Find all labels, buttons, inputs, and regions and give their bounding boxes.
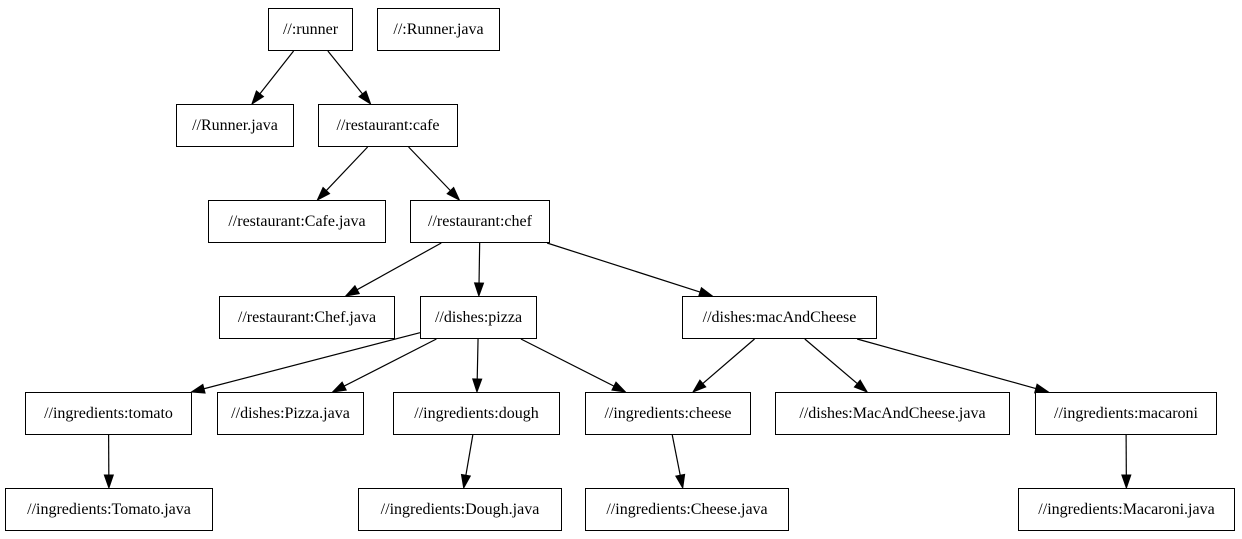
arrowhead-runner-to-cafe <box>358 90 372 106</box>
arrowhead-chef-to-pizza <box>473 282 485 298</box>
graph-node-chef: //restaurant:chef <box>410 200 550 243</box>
edge-mac-and-cheese-to-cheese <box>702 338 755 384</box>
graph-node-chef-java: //restaurant:Chef.java <box>219 296 395 339</box>
graph-node-tomato-java: //ingredients:Tomato.java <box>5 488 213 531</box>
graph-node-label: //ingredients:dough <box>414 404 539 422</box>
graph-node-cheese: //ingredients:cheese <box>585 392 751 435</box>
edge-cafe-to-chef <box>408 146 451 192</box>
graph-node-label: //restaurant:Cafe.java <box>228 212 366 230</box>
graph-node-pizza-java: //dishes:Pizza.java <box>217 392 364 435</box>
graph-node-mac-and-cheese-java: //dishes:MacAndCheese.java <box>775 392 1010 435</box>
arrowhead-mac-and-cheese-to-cheese <box>691 379 707 393</box>
arrowhead-cheese-to-cheese-java <box>675 473 686 490</box>
graph-node-label: //dishes:macAndCheese <box>702 308 857 326</box>
edge-pizza-to-dough <box>476 338 479 380</box>
graph-node-label: //restaurant:Chef.java <box>237 308 377 326</box>
graph-node-label: //:Runner.java <box>393 20 484 38</box>
graph-node-label: //dishes:Pizza.java <box>231 404 350 422</box>
graph-node-pizza: //dishes:pizza <box>420 296 537 339</box>
graph-node-macaroni: //ingredients:macaroni <box>1035 392 1217 435</box>
graph-node-label: //Runner.java <box>192 116 278 134</box>
arrowhead-macaroni-to-macaroni-java <box>1121 474 1132 490</box>
graph-node-label: //dishes:MacAndCheese.java <box>799 404 986 422</box>
graph-node-cafe-java: //restaurant:Cafe.java <box>208 200 386 243</box>
arrowhead-pizza-to-pizza-java <box>331 381 347 393</box>
graph-node-label: //ingredients:Dough.java <box>380 500 540 518</box>
edge-pizza-to-pizza-java <box>343 338 437 387</box>
graph-node-label: //restaurant:cafe <box>336 116 440 134</box>
edge-runner-to-cafe <box>327 50 363 95</box>
edge-pizza-to-cheese <box>520 338 615 387</box>
graph-node-runner: //:runner <box>268 8 353 51</box>
edge-dough-to-dough-java <box>465 434 474 476</box>
graph-node-dough: //ingredients:dough <box>393 392 560 435</box>
arrowhead-pizza-to-tomato <box>189 383 206 394</box>
graph-node-cheese-java: //ingredients:Cheese.java <box>585 488 789 531</box>
edge-pizza-to-tomato <box>203 332 421 390</box>
arrowhead-runner-to-runner-java <box>250 90 265 106</box>
arrowhead-tomato-to-tomato-java <box>103 474 115 490</box>
graph-node-label: //ingredients:tomato <box>44 404 173 422</box>
edge-chef-to-mac-and-cheese <box>546 242 701 293</box>
graph-node-label: //:runner <box>282 20 339 38</box>
edge-cafe-to-cafe-java <box>325 146 369 191</box>
graph-node-cafe: //restaurant:cafe <box>318 104 458 147</box>
graph-node-tomato: //ingredients:tomato <box>25 392 192 435</box>
edge-mac-and-cheese-to-macaroni <box>856 338 1037 390</box>
arrowhead-cafe-to-chef <box>446 186 461 202</box>
graph-node-dough-java: //ingredients:Dough.java <box>358 488 562 531</box>
edge-cheese-to-cheese-java <box>671 434 681 476</box>
edge-runner-to-runner-java <box>259 50 295 95</box>
graph-node-label: //ingredients:Macaroni.java <box>1038 500 1215 518</box>
graph-node-runner-java: //Runner.java <box>176 104 294 147</box>
arrowhead-pizza-to-cheese <box>611 381 627 393</box>
graph-node-label: //dishes:pizza <box>434 308 523 326</box>
graph-node-label: //ingredients:Tomato.java <box>27 500 191 518</box>
graph-node-root-runner-java: //:Runner.java <box>377 8 500 51</box>
graph-node-label: //ingredients:Cheese.java <box>606 500 768 518</box>
edge-chef-to-chef-java <box>356 242 442 291</box>
arrowhead-pizza-to-dough <box>472 378 483 394</box>
arrowhead-cafe-to-cafe-java <box>316 186 331 202</box>
graph-node-macaroni-java: //ingredients:Macaroni.java <box>1018 488 1235 531</box>
edge-chef-to-pizza <box>478 242 481 284</box>
edge-mac-and-cheese-to-mac-and-cheese-java <box>804 338 858 385</box>
arrowhead-mac-and-cheese-to-mac-and-cheese-java <box>853 379 869 393</box>
arrowhead-dough-to-dough-java <box>460 473 472 490</box>
graph-node-label: //ingredients:cheese <box>604 404 732 422</box>
graph-node-label: //restaurant:chef <box>428 212 532 230</box>
graph-node-label: //ingredients:macaroni <box>1054 404 1198 422</box>
graph-node-mac-and-cheese: //dishes:macAndCheese <box>682 296 877 339</box>
arrowhead-chef-to-chef-java <box>344 284 361 297</box>
